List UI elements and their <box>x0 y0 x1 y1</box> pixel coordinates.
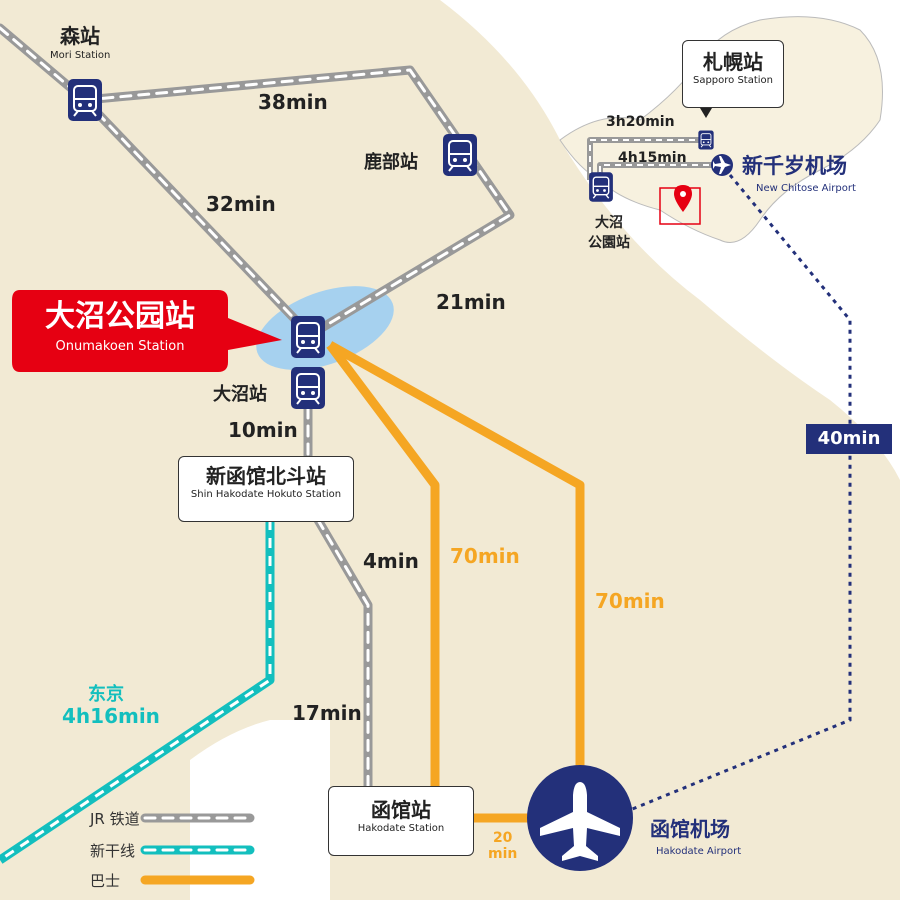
inset-sapporo-icon <box>697 130 715 150</box>
time-bus-hakodate-airport: 70min <box>595 589 665 613</box>
inset-time-bottom: 4h15min <box>618 150 687 166</box>
location-pin-icon <box>674 185 692 212</box>
sapporo-station-box: 札幌站 Sapporo Station <box>682 40 784 108</box>
hakodate-station-en: Hakodate Station <box>357 823 445 834</box>
hakodate-station-label: 函馆站 <box>371 798 431 822</box>
time-chitose-hakodate-airport: 40min <box>806 424 892 454</box>
legend-lines <box>140 813 255 885</box>
onuma-station-label: 大沼站 <box>213 384 267 405</box>
time-lower-hakodate: 17min <box>292 701 362 725</box>
shin-hakodate-station-en: Shin Hakodate Hokuto Station <box>190 489 342 500</box>
inset-time-top: 3h20min <box>606 114 675 130</box>
time-airport-station: 20 min <box>488 830 517 862</box>
inset-onuma-icon <box>588 171 614 203</box>
onuma-train-icon <box>290 366 326 410</box>
jr-lines <box>0 23 515 795</box>
legend-bus: 巴士 <box>90 872 121 890</box>
hakodate-airport-en: Hakodate Airport <box>656 846 742 857</box>
time-mori-shikabe: 38min <box>258 90 328 114</box>
new-chitose-en: New Chitose Airport <box>756 183 856 194</box>
time-bus-hakodate-station: 70min <box>450 544 520 568</box>
onumakoen-train-icon <box>290 315 326 359</box>
shinkansen-line <box>0 520 275 864</box>
new-chitose-label: 新千岁机场 <box>742 154 847 178</box>
mori-station-en: Mori Station <box>50 50 111 61</box>
inset-onuma-line2: 公園站 <box>588 235 630 251</box>
time-shikabe-onuma: 21min <box>436 290 506 314</box>
airport-connection-line <box>629 174 852 812</box>
time-onuma-shinhakodate: 10min <box>228 418 298 442</box>
time-shinhakodate-lower: 4min <box>363 549 419 573</box>
inset-onuma-line1: 大沼 <box>595 215 623 231</box>
tokyo-label: 东京 <box>88 684 124 705</box>
time-airport-station-line2: min <box>488 846 518 863</box>
time-mori-onuma: 32min <box>206 192 276 216</box>
shikabe-train-icon <box>442 133 478 177</box>
shin-hakodate-box: 新函馆北斗站 Shin Hakodate Hokuto Station <box>178 456 354 522</box>
mori-station-label: 森站 <box>60 24 100 48</box>
onumakoen-callout-text: 大沼公园站 Onumakoen Station <box>12 290 228 372</box>
onumakoen-callout <box>12 290 282 372</box>
shikabe-station-label: 鹿部站 <box>364 152 418 173</box>
sapporo-station-en: Sapporo Station <box>692 75 774 86</box>
legend-jr: JR 铁道 <box>90 810 140 828</box>
sapporo-pointer <box>700 108 712 118</box>
time-airport-station-line1: 20 <box>492 830 513 846</box>
sapporo-station-label: 札幌站 <box>703 50 763 74</box>
hakodate-airport-label: 函馆机场 <box>650 817 730 841</box>
hakodate-station-box: 函馆站 Hakodate Station <box>328 786 474 856</box>
water-area <box>190 720 330 900</box>
mori-train-icon <box>67 78 103 122</box>
bus-lines <box>326 341 585 823</box>
plane-icon <box>540 782 620 861</box>
onumakoen-station-label: 大沼公园站 <box>45 299 195 334</box>
shin-hakodate-station-label: 新函馆北斗站 <box>206 464 326 488</box>
legend-shinkansen: 新干线 <box>90 842 136 860</box>
tokyo-time: 4h16min <box>62 704 160 728</box>
inset-onuma-label: 大沼 公園站 <box>586 212 632 252</box>
onumakoen-station-en: Onumakoen Station <box>55 339 185 354</box>
